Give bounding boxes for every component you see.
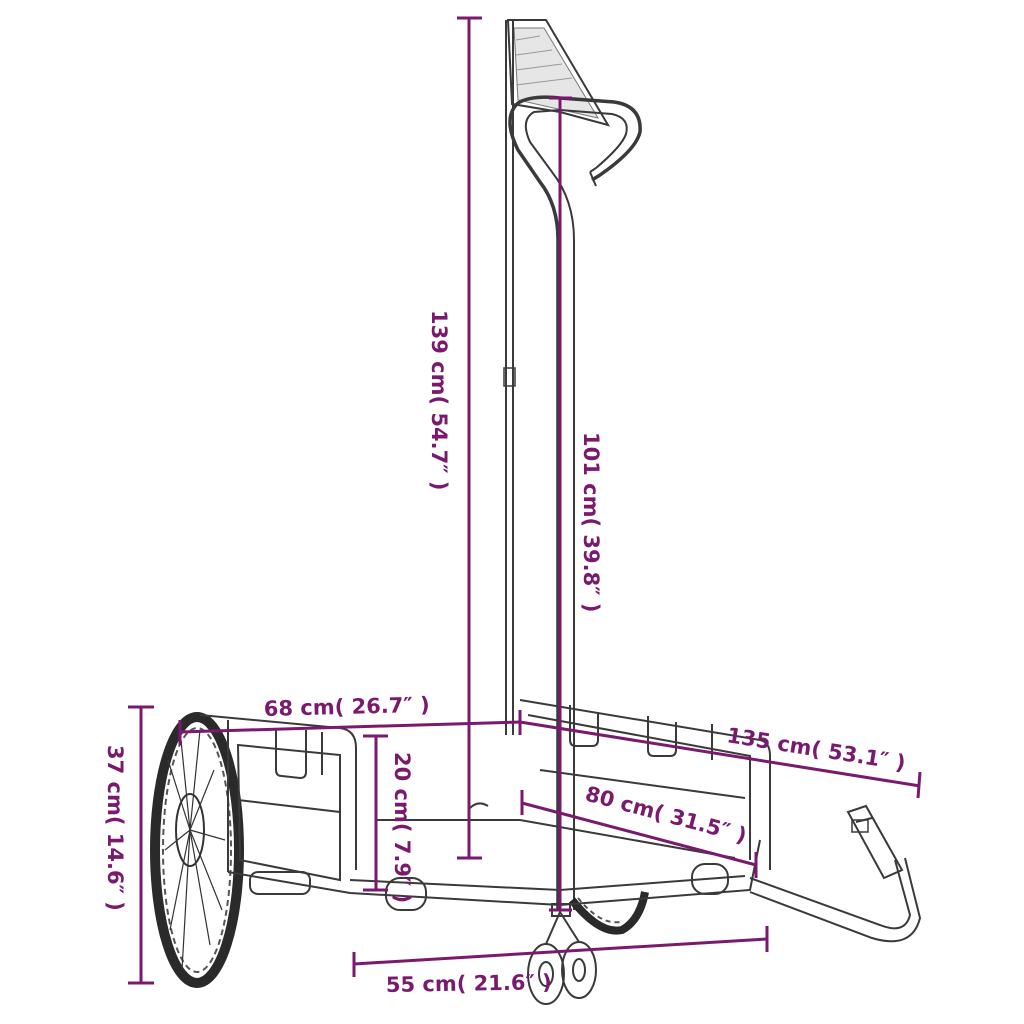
right-wheel — [568, 891, 649, 935]
total-height-dimension — [457, 16, 482, 860]
total-length-label: 135 cm( 53.1″ ) — [725, 723, 907, 775]
width-label: 68 cm( 26.7″ ) — [264, 693, 430, 721]
flag — [506, 19, 611, 127]
handle-height-label: 101 cm( 39.8″ ) — [579, 432, 603, 613]
tow-bar — [749, 804, 922, 943]
total-length-dimension — [519, 720, 922, 799]
inner-width-dimension — [352, 926, 769, 977]
wheel-height-dimension — [128, 705, 154, 985]
caster-wheels — [527, 903, 597, 1005]
bed-length-label: 80 cm( 31.5″ ) — [583, 782, 749, 848]
total-height-label: 139 cm( 54.7″ ) — [427, 310, 451, 491]
trailer-drawing — [150, 19, 922, 1005]
dimension-lines — [128, 16, 922, 985]
bed-length-dimension — [520, 790, 758, 878]
side-height-dimension — [363, 734, 388, 892]
trailer-frame — [199, 699, 771, 911]
wheel-height-label: 37 cm( 14.6″ ) — [103, 745, 127, 911]
handle-height-dimension — [549, 96, 572, 912]
left-wheel — [150, 712, 244, 988]
push-handle — [508, 95, 642, 910]
inner-width-label: 55 cm( 21.6″ ) — [386, 970, 552, 997]
side-height-label: 20 cm( 7.9″ ) — [390, 752, 414, 903]
